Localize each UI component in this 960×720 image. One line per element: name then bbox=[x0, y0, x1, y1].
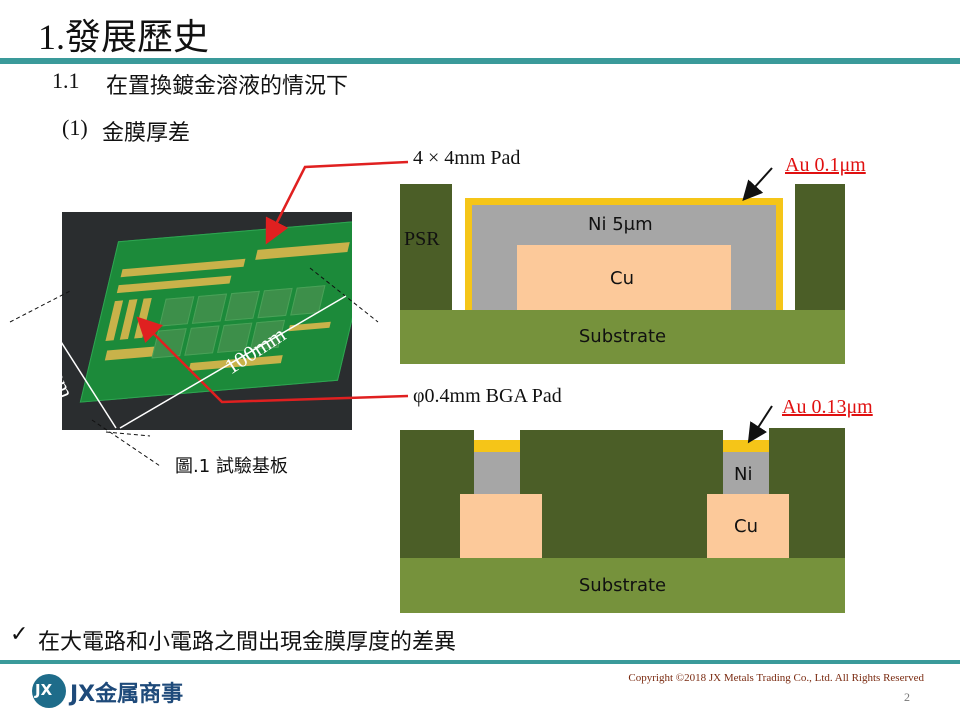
bottom-substrate-label: Substrate bbox=[578, 575, 667, 596]
figure-caption: 圖.1 試驗基板 bbox=[175, 456, 288, 477]
dimension-lines bbox=[9, 267, 379, 467]
bottom-copper-label: Cu bbox=[734, 516, 758, 537]
psr-label: PSR bbox=[404, 228, 440, 250]
top-psr-left bbox=[400, 184, 452, 310]
bottom-psr-center bbox=[520, 430, 723, 558]
jx-logo-icon: JX bbox=[32, 674, 66, 708]
bottom-au-arrow bbox=[747, 405, 773, 444]
section-title: 在置換鍍金溶液的情況下 bbox=[106, 74, 349, 99]
bottom-nickel-right bbox=[723, 452, 769, 494]
bottom-nickel-left bbox=[474, 452, 520, 494]
logo-mark-text: JX bbox=[35, 681, 53, 699]
bottom-copper-left bbox=[460, 494, 542, 558]
title-divider bbox=[0, 58, 960, 64]
bga-pad-arrow bbox=[136, 316, 409, 404]
top-copper-label: Cu bbox=[610, 268, 634, 289]
top-substrate-label: Substrate bbox=[578, 326, 667, 347]
section-number: 1.1 bbox=[52, 68, 80, 93]
top-pad-callout: 4 × 4mm Pad bbox=[413, 147, 521, 169]
subsection-title: 金膜厚差 bbox=[102, 121, 191, 146]
top-pad-arrow bbox=[265, 160, 409, 245]
bottom-pad-callout: φ0.4mm BGA Pad bbox=[413, 385, 562, 407]
check-icon: ✓ bbox=[10, 622, 29, 647]
top-substrate bbox=[400, 310, 845, 364]
top-copper-pad bbox=[517, 245, 731, 310]
bottom-gold-left bbox=[474, 440, 520, 452]
page-title: 1.發展歷史 bbox=[38, 17, 210, 57]
copyright-text: Copyright ©2018 JX Metals Trading Co., L… bbox=[628, 672, 924, 684]
conclusion-text: 在大電路和小電路之間出現金膜厚度的差異 bbox=[38, 630, 457, 655]
company-logo-text: JX金属商事 bbox=[70, 682, 184, 707]
bottom-substrate bbox=[400, 558, 845, 613]
top-nickel-label: Ni 5μm bbox=[588, 214, 653, 235]
footer-divider bbox=[0, 660, 960, 664]
top-au-thickness: Au 0.1μm bbox=[785, 154, 866, 176]
top-au-arrow bbox=[742, 167, 773, 201]
bottom-copper-right bbox=[707, 494, 789, 558]
bottom-nickel-label: Ni bbox=[734, 464, 753, 485]
subsection-number: (1) bbox=[62, 115, 88, 140]
dimension-arrow-lines bbox=[41, 295, 347, 429]
bottom-au-thickness: Au 0.13μm bbox=[782, 396, 873, 418]
page-number: 2 bbox=[904, 690, 910, 704]
top-psr-right bbox=[795, 184, 845, 310]
